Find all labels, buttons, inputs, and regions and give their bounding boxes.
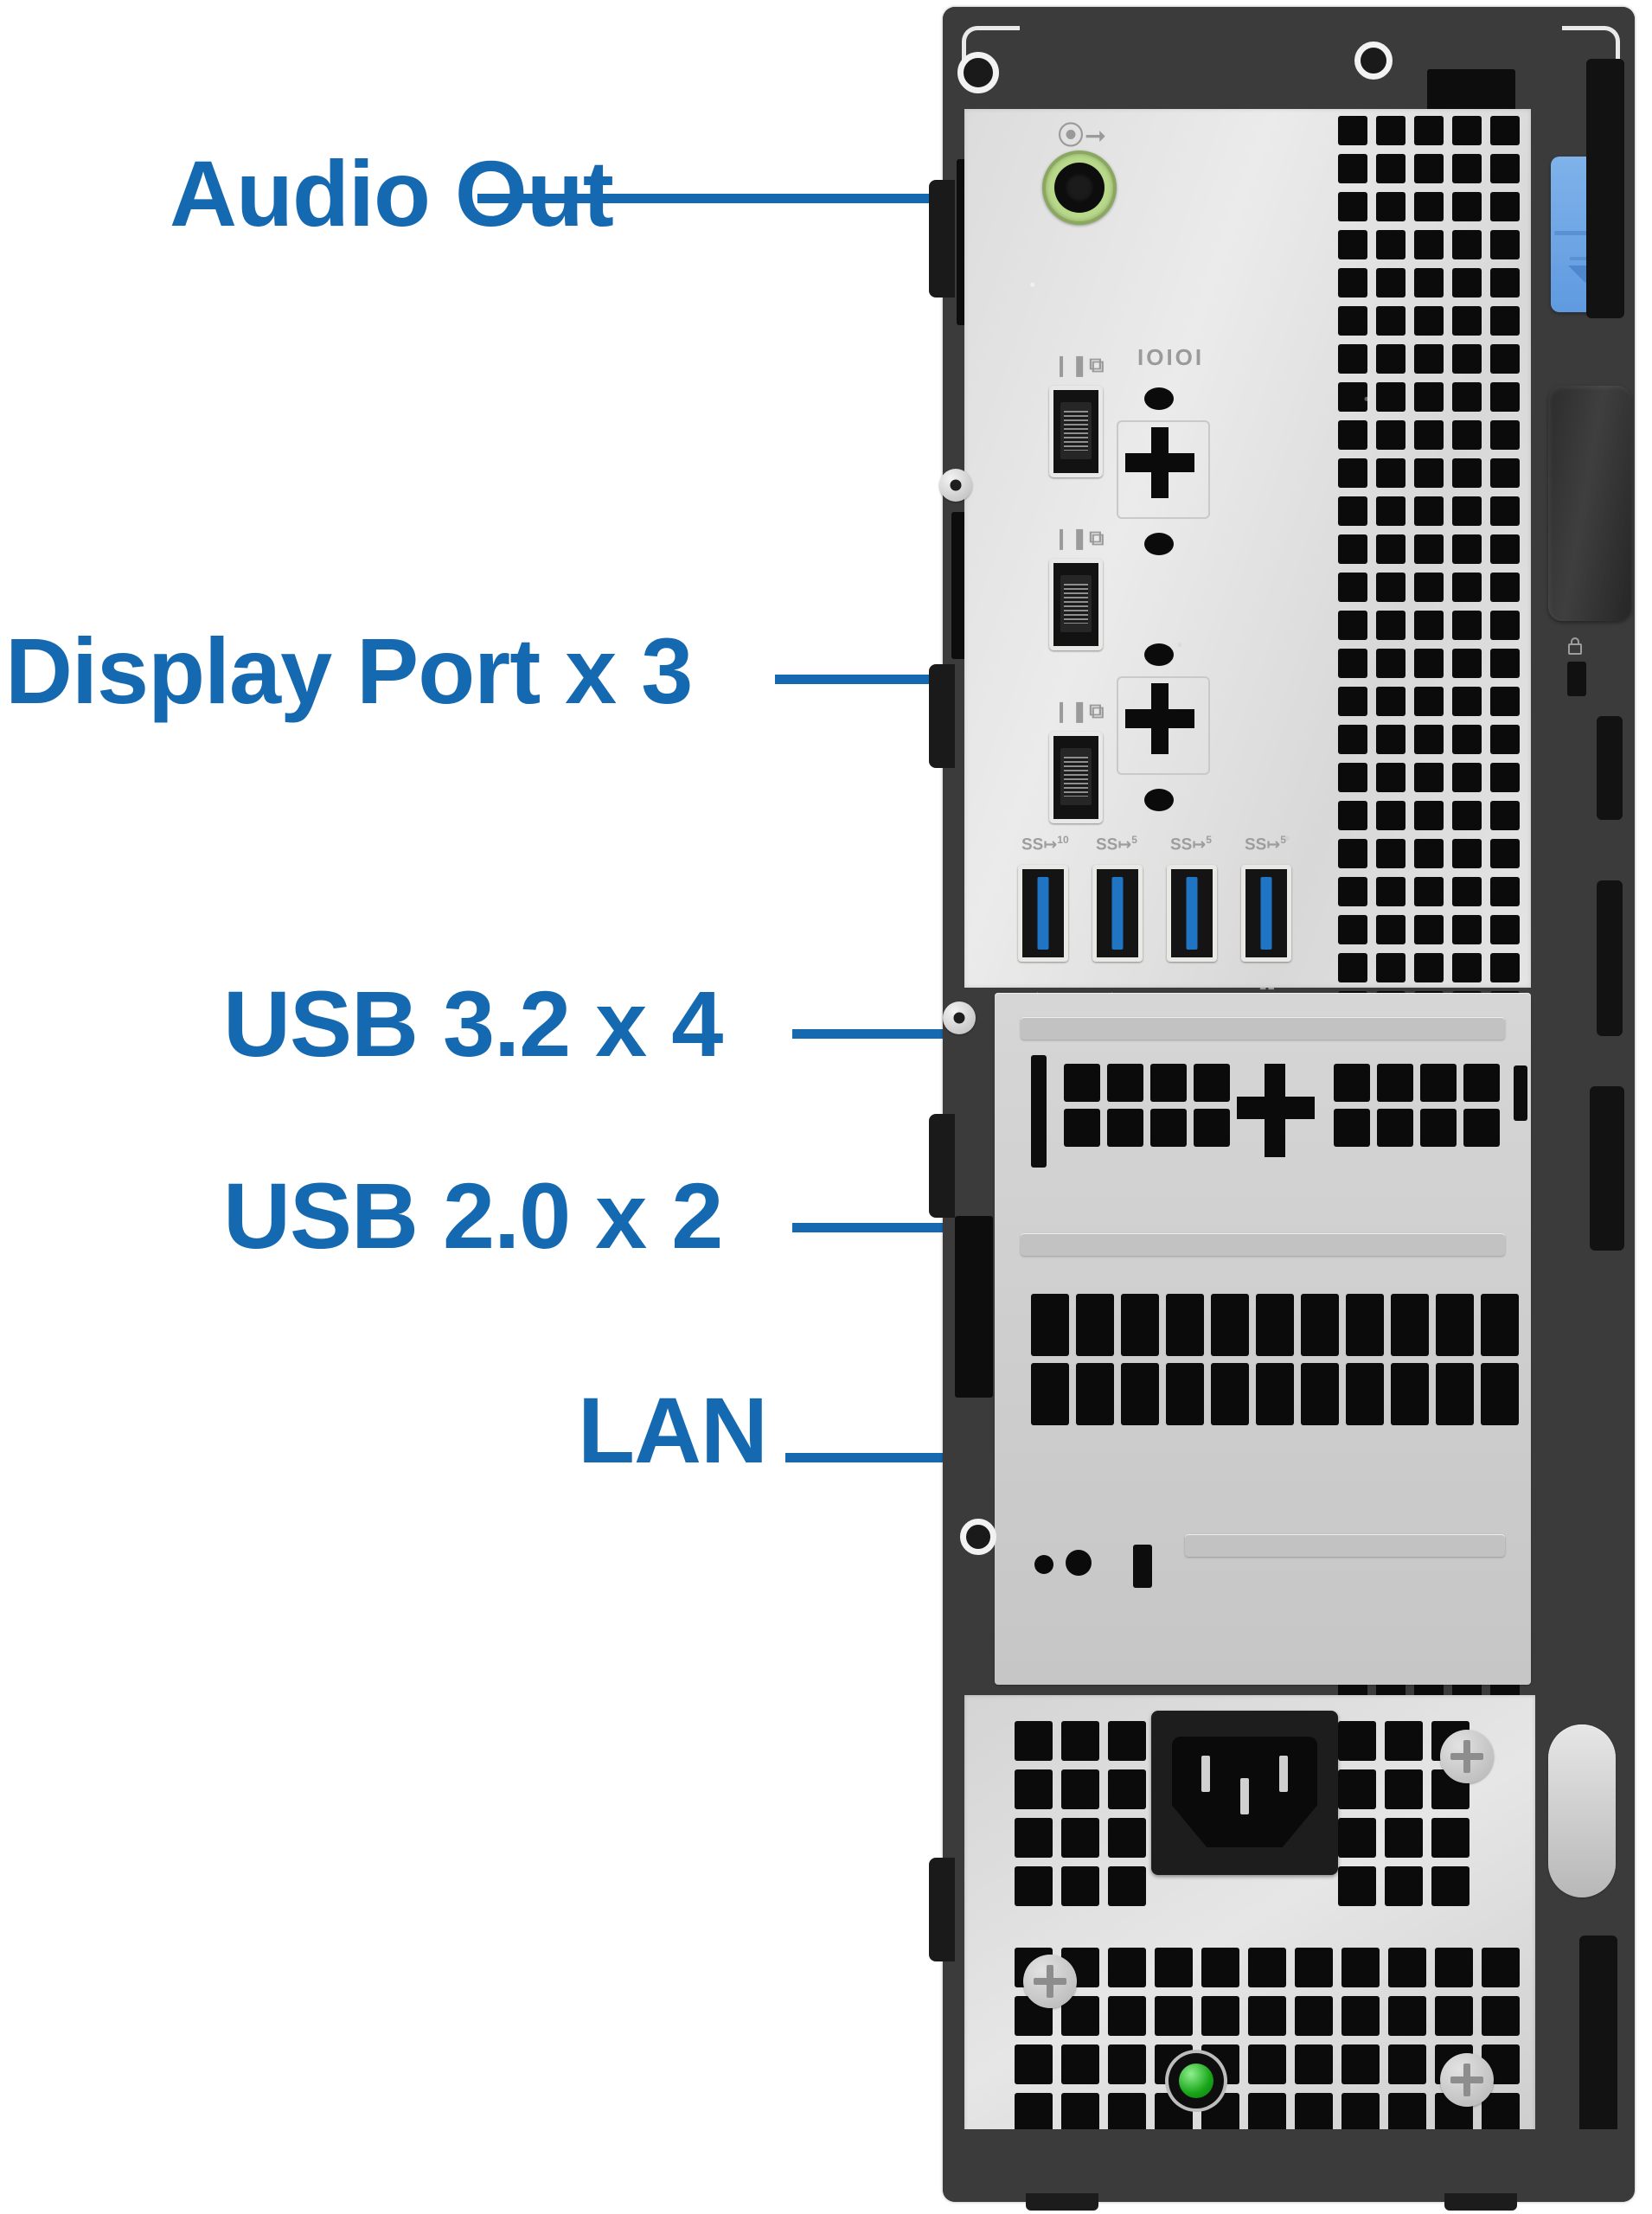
power-inlet-pin-left [1201, 1756, 1210, 1792]
usb32-port-3[interactable] [1167, 865, 1217, 962]
chassis-edge-clip-4 [929, 1858, 955, 1961]
displayport-3[interactable] [1049, 732, 1103, 823]
chassis-bottom-dot-2 [1066, 1550, 1092, 1576]
knockout-dot-4 [1144, 789, 1174, 811]
latch-seam [1554, 231, 1617, 235]
knockout-dot-3 [1144, 643, 1174, 666]
usb32-port-4[interactable] [1241, 865, 1291, 962]
audio-jack-ring [1054, 163, 1105, 213]
io-shield-panel: ⦿➞ ❙❚⧉ ❙❚⧉ ❙❚⧉ IOIOI SS↦10 [964, 109, 1531, 1782]
expansion-slot-vent-right [1334, 1064, 1507, 1159]
chassis-bottom-dot-1 [1034, 1555, 1053, 1574]
power-inlet-pin-ground [1240, 1778, 1249, 1814]
serial-port-icon: IOIOI [1137, 344, 1205, 370]
latch-bar [1570, 257, 1601, 260]
psu-vent-grid-main [1015, 1948, 1520, 2147]
usb-superspeed-icon-4: SS↦5 [1245, 834, 1286, 854]
psu-diagnostic-led [1169, 2053, 1224, 2108]
corner-hook-top-right [1562, 26, 1620, 72]
io-panel-vent-grid [1338, 116, 1523, 1782]
expansion-slot-rail-1 [1021, 1017, 1505, 1040]
leader-line-audio-out [477, 194, 1048, 203]
padlock-icon [1568, 637, 1582, 655]
usb32-port-2[interactable] [1092, 865, 1143, 962]
callout-label-audio-out: Audio Out [170, 141, 614, 246]
right-edge-vent-3 [1597, 880, 1623, 1036]
right-edge-vent-2 [1597, 716, 1623, 820]
chassis-bottom-slot [1133, 1545, 1152, 1588]
psu-thumbscrew-top-right[interactable] [1440, 1730, 1494, 1783]
chassis-bottom-lip [943, 2129, 1635, 2202]
power-supply-unit [964, 1695, 1535, 2145]
displayport-1[interactable] [1049, 386, 1103, 477]
chassis-foot-right [1444, 2193, 1517, 2211]
psu-thumbscrew-mid-left[interactable] [1023, 1955, 1077, 2008]
expansion-slot-vent-wide [1031, 1294, 1519, 1441]
serial-knockout-plate-1 [1117, 420, 1210, 519]
expansion-slot-edge-tab-right [1514, 1065, 1527, 1121]
right-edge-vent-4 [1590, 1086, 1624, 1251]
chassis-edge-clip-1 [929, 180, 955, 298]
psu-vent-grid-right [1338, 1721, 1476, 1937]
usb-superspeed-icon-3: SS↦5 [1170, 834, 1212, 854]
chassis-foot-left [1026, 2193, 1098, 2211]
chassis-grip-handle[interactable] [1548, 386, 1631, 621]
expansion-slot-vent-left [1064, 1064, 1237, 1159]
kensington-lock-slot[interactable] [1567, 662, 1586, 696]
leader-line-display-port [775, 675, 1052, 684]
audio-out-jack[interactable] [1042, 150, 1117, 225]
expansion-knockout-plus-b [1237, 1097, 1315, 1119]
displayport-icon-1: ❙❚⧉ [1053, 354, 1105, 377]
chassis-screw-hole-top-center [1354, 42, 1393, 80]
psu-thumbscrew-bottom-right[interactable] [1440, 2053, 1494, 2107]
chassis-screw-hole-top-left [957, 52, 999, 93]
right-edge-vent-1 [1586, 59, 1624, 318]
displayport-icon-3: ❙❚⧉ [1053, 700, 1105, 723]
leader-line-usb-20 [792, 1223, 1052, 1232]
expansion-slot-rail-2 [1021, 1233, 1505, 1256]
right-edge-vent-5 [1579, 1936, 1617, 2160]
pc-chassis-rear: ⦿➞ ❙❚⧉ ❙❚⧉ ❙❚⧉ IOIOI SS↦10 [929, 7, 1635, 2211]
callout-label-lan: LAN [578, 1378, 768, 1482]
callout-label-display-port: Display Port x 3 [5, 618, 693, 723]
serial-knockout-plate-2 [1117, 676, 1210, 775]
knockout-dot-2 [1144, 533, 1174, 555]
rear-thumb-tab[interactable] [1548, 1724, 1616, 1897]
callout-label-usb-32: USB 3.2 x 4 [223, 971, 723, 1076]
power-inlet-c14[interactable] [1151, 1711, 1338, 1875]
chassis-edge-clip-2 [929, 664, 955, 768]
io-panel-screw-2 [943, 1001, 976, 1034]
displayport-2[interactable] [1049, 559, 1103, 650]
power-inlet-pin-right [1279, 1756, 1288, 1792]
audio-line-out-icon: ⦿➞ [1058, 122, 1108, 150]
chassis-top-bar [943, 7, 1635, 112]
callout-label-usb-20: USB 2.0 x 2 [223, 1163, 723, 1268]
knockout-plus-1b [1125, 453, 1194, 472]
displayport-icon-2: ❙❚⧉ [1053, 527, 1105, 550]
expansion-slot-edge-tab-left [1031, 1055, 1047, 1168]
usb32-port-1[interactable] [1018, 865, 1068, 962]
psu-vent-grid-left [1015, 1721, 1153, 1937]
chassis-screw-hole-mid-left [960, 1519, 996, 1555]
leader-line-usb-32 [792, 1029, 1052, 1039]
expansion-slot-rail-3 [1185, 1534, 1505, 1557]
chassis-edge-clip-3 [929, 1114, 955, 1218]
usb-superspeed-icon-1: SS↦10 [1021, 834, 1069, 854]
corner-hook-top-left [962, 26, 1020, 72]
io-panel-screw-1 [939, 469, 972, 502]
io-shield-slot-3 [955, 1216, 993, 1398]
usb-superspeed-icon-2: SS↦5 [1096, 834, 1137, 854]
knockout-plus-2b [1125, 709, 1194, 728]
knockout-dot-1 [1144, 387, 1174, 410]
